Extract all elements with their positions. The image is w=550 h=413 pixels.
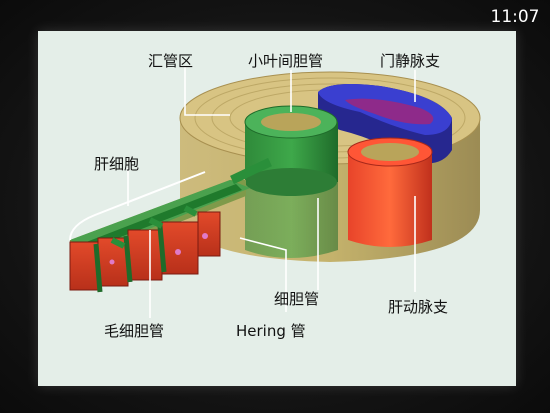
label-bile-ductule: 细胆管 xyxy=(274,290,320,308)
leader-lines xyxy=(127,66,416,318)
clock-time: 11:07 xyxy=(490,7,540,27)
label-hepatic-artery-branch: 肝动脉支 xyxy=(388,298,449,316)
label-hering-canal: Hering 管 xyxy=(236,322,306,340)
hepatocyte-bracket xyxy=(69,171,206,241)
hering-canal xyxy=(230,157,272,185)
interlobular-bile-duct xyxy=(244,105,338,258)
label-portal-area: 汇管区 xyxy=(148,52,194,70)
label-hepatocyte: 肝细胞 xyxy=(94,155,140,173)
label-bile-canaliculus: 毛细胆管 xyxy=(104,322,165,340)
bile-canaliculus xyxy=(93,205,198,293)
hepatic-artery-branch xyxy=(347,137,433,247)
hepatocyte-plate xyxy=(69,157,272,293)
label-portal-vein-branch: 门静脉支 xyxy=(380,52,441,70)
label-interlobular-bile-duct: 小叶间胆管 xyxy=(248,52,324,70)
